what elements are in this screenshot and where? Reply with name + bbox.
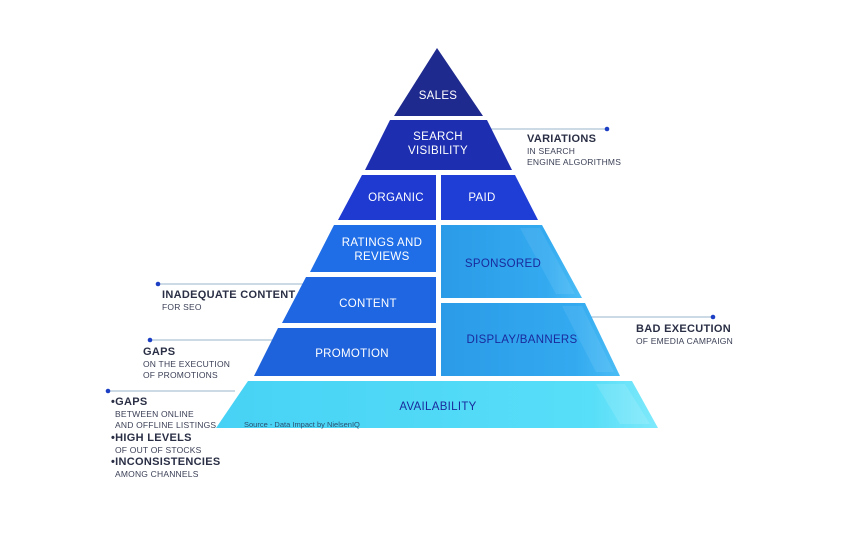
- block-promotion: [254, 328, 436, 376]
- annotation-inadequate-title: INADEQUATE CONTENT: [162, 289, 296, 301]
- block-sales: [394, 48, 483, 116]
- label-ratings-reviews-1: RATINGS AND: [342, 237, 422, 249]
- label-promotion: PROMOTION: [315, 348, 389, 360]
- block-search-visibility: [365, 120, 512, 170]
- block-display-banners: [441, 303, 620, 376]
- annotation-variations-line-1: IN SEARCH: [527, 146, 576, 156]
- annotation-gaps-listings-line-1: BETWEEN ONLINE: [115, 409, 194, 419]
- block-availability: [216, 381, 658, 428]
- annotation-variations-line-2: ENGINE ALGORITHMS: [527, 157, 622, 167]
- availability-highlight: [596, 384, 650, 424]
- label-paid: PAID: [468, 192, 495, 204]
- block-paid: [441, 175, 538, 220]
- sponsored-highlight: [520, 228, 575, 294]
- annotation-inconsistencies-title: •INCONSISTENCIES: [111, 456, 221, 468]
- dot-gaps-promo: [147, 337, 153, 343]
- annotation-gaps-listings-line-2: AND OFFLINE LISTINGS: [115, 420, 217, 430]
- label-search-visibility-1: SEARCH: [413, 131, 463, 143]
- label-content: CONTENT: [339, 298, 397, 310]
- dot-availability: [105, 388, 111, 394]
- label-availability: AVAILABILITY: [399, 401, 476, 413]
- annotation-bad-execution-title: BAD EXECUTION: [636, 323, 731, 335]
- label-ratings-reviews-2: REVIEWS: [354, 251, 409, 263]
- annotation-gaps-listings-title: •GAPS: [111, 396, 148, 408]
- annotation-bad-execution-line-1: OF EMEDIA CAMPAIGN: [636, 336, 733, 346]
- label-display-banners: DISPLAY/BANNERS: [466, 334, 577, 346]
- block-content: [282, 277, 436, 323]
- annotation-gaps-promo-line-1: ON THE EXECUTION: [143, 359, 231, 369]
- connector-dots: [105, 126, 716, 394]
- annotation-high-levels-line-1: OF OUT OF STOCKS: [115, 445, 202, 455]
- label-organic: ORGANIC: [368, 192, 424, 204]
- annotation-inadequate-line-1: FOR SEO: [162, 302, 202, 312]
- label-search-visibility-2: VISIBILITY: [408, 145, 468, 157]
- block-sponsored: [441, 225, 582, 298]
- block-organic: [338, 175, 436, 220]
- dot-inadequate: [155, 281, 161, 287]
- source-note: Source - Data Impact by NielsenIQ: [244, 420, 360, 429]
- annotation-inconsistencies-line-1: AMONG CHANNELS: [115, 469, 199, 479]
- annotation-gaps-promo-line-2: OF PROMOTIONS: [143, 370, 218, 380]
- block-ratings-reviews: [310, 225, 436, 272]
- label-sales: SALES: [419, 90, 458, 102]
- label-sponsored: SPONSORED: [465, 258, 541, 270]
- annotation-high-levels-title: •HIGH LEVELS: [111, 432, 192, 444]
- annotation-variations-title: VARIATIONS: [527, 133, 597, 145]
- annotation-gaps-promo-title: GAPS: [143, 346, 176, 358]
- dot-variations: [604, 126, 610, 132]
- display-highlight: [562, 306, 614, 372]
- dot-bad-execution: [710, 314, 716, 320]
